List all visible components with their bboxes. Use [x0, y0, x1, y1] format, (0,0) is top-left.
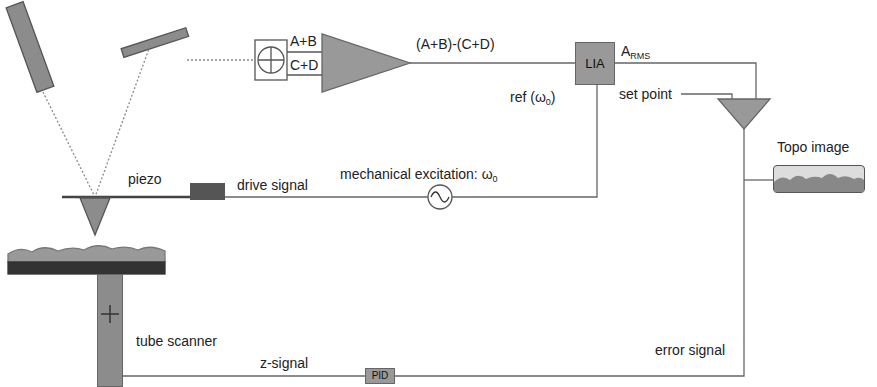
signal-label: RMS [630, 51, 650, 61]
sample [8, 246, 165, 262]
lock-in-amplifier: LIA [575, 42, 615, 85]
photodetector [258, 47, 284, 73]
wire [287, 52, 322, 75]
photodetector [258, 47, 284, 73]
signal-wire [123, 375, 365, 376]
node-label: tube scanner [136, 333, 217, 349]
sample-holder [8, 262, 165, 274]
laser-beam [187, 59, 255, 60]
mirror [121, 28, 188, 58]
signal-label: ARMS [621, 43, 650, 64]
photodetector [255, 40, 287, 80]
signal-label: (A+B)-(C+D) [416, 36, 495, 52]
signal-label: ) [551, 89, 556, 105]
signal-label: drive signal [237, 177, 308, 193]
piezo-actuator: piezo [190, 183, 225, 200]
node-label: PID [372, 370, 389, 382]
signal-label: mechanical excitation: ω0 [340, 166, 498, 187]
signal-label: error signal [655, 342, 725, 358]
signal-label: ref (ω [510, 89, 546, 105]
wire [744, 179, 773, 180]
pid-controller: PID [365, 368, 395, 384]
signal-label: (A+B)-(C+D) [416, 36, 495, 52]
signal-label: drive signal [237, 177, 308, 193]
oscillator [431, 192, 449, 202]
wire [410, 62, 575, 63]
amplifier [322, 34, 410, 92]
signal-label: mechanical excitation: ω [340, 166, 493, 182]
comparator [718, 99, 770, 129]
signal-label: ref (ω0) [510, 89, 556, 110]
wire [681, 94, 732, 99]
tube-quadrant-cross [97, 274, 123, 387]
edge-label: z-signal [260, 355, 308, 371]
signal-label: A+B [290, 33, 317, 49]
signal-label: error signal [655, 342, 725, 358]
laser [6, 2, 54, 93]
signal-label: set point [619, 86, 672, 102]
oscillator [428, 185, 452, 209]
signal-label: C+D [290, 57, 318, 73]
tube-scanner: tube scanner [97, 274, 123, 387]
topo-image: Topo image [773, 165, 865, 193]
signal-label: A+B [290, 33, 317, 49]
signal-label: A [621, 43, 630, 59]
node-label: Topo image [777, 139, 849, 155]
topo-picture [774, 166, 864, 192]
wire [225, 196, 428, 197]
node-label: piezo [128, 171, 161, 187]
signal-label: set point [619, 86, 672, 102]
tip [80, 198, 110, 235]
signal-label: 0 [493, 174, 498, 184]
signal-label: 0 [546, 97, 551, 107]
node-label: LIA [585, 56, 605, 71]
signal-label: C+D [290, 57, 318, 73]
